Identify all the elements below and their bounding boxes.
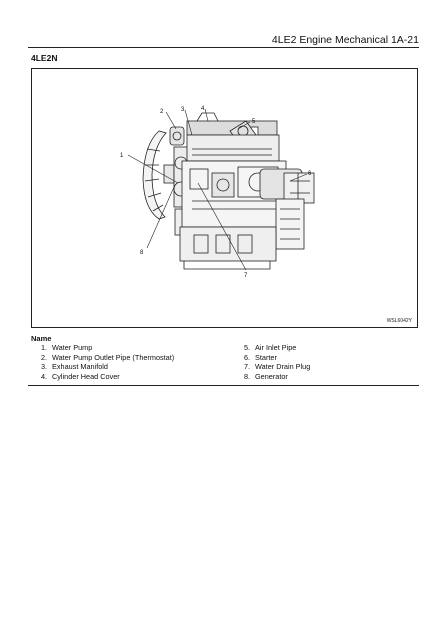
legend-item-label: Water Pump bbox=[52, 343, 93, 352]
legend-item-number: 1. bbox=[41, 343, 48, 352]
legend-item-number: 6. bbox=[244, 352, 251, 362]
engine-figure: 1 2 3 4 5 6 7 8 WSL6042Y bbox=[31, 68, 418, 328]
legend-title: Name bbox=[31, 334, 52, 343]
callout-6: 6 bbox=[308, 171, 312, 177]
callout-1: 1 bbox=[120, 153, 124, 159]
thermostat-outlet-illustration bbox=[169, 126, 185, 146]
legend-item-label: Generator bbox=[255, 371, 288, 381]
callout-2: 2 bbox=[160, 109, 164, 115]
legend-column-left: 1. Water Pump 2. Water Pump Outlet Pipe … bbox=[41, 343, 174, 381]
legend-item: 7. Water Drain Plug bbox=[244, 362, 310, 372]
legend-item-label: Starter bbox=[255, 352, 277, 362]
legend-item-number: 2. bbox=[41, 352, 48, 362]
legend-item-number: 8. bbox=[244, 371, 251, 381]
legend-item-number: 3. bbox=[41, 362, 48, 372]
callout-5: 5 bbox=[252, 119, 256, 125]
legend-item: 3. Exhaust Manifold bbox=[41, 362, 174, 372]
legend-item: 4. Cylinder Head Cover bbox=[41, 372, 174, 382]
callout-3: 3 bbox=[181, 107, 185, 113]
legend-item-label: Air Inlet Pipe bbox=[255, 343, 297, 352]
legend-item: 8. Generator bbox=[244, 372, 310, 382]
legend-item-label: Water Pump Outlet Pipe (Thermostat) bbox=[52, 352, 175, 362]
legend-item-label: Cylinder Head Cover bbox=[52, 371, 120, 381]
generator-starter-illustration bbox=[259, 168, 315, 250]
legend-item: 1. Water Pump bbox=[41, 343, 174, 353]
engine-model-label: 4LE2N bbox=[31, 53, 58, 63]
legend-item-number: 4. bbox=[41, 371, 48, 381]
legend-item: 2. Water Pump Outlet Pipe (Thermostat) bbox=[41, 353, 174, 363]
legend-item-label: Exhaust Manifold bbox=[52, 362, 108, 372]
oil-pan-illustration bbox=[179, 226, 277, 270]
callout-8: 8 bbox=[140, 250, 144, 256]
legend-column-right: 5. Air Inlet Pipe 6. Starter 7. Water Dr… bbox=[244, 343, 310, 381]
callout-leaders bbox=[127, 108, 308, 271]
legend-item-number: 5. bbox=[244, 343, 251, 352]
engine-drawing: 1 2 3 4 5 6 7 8 bbox=[120, 106, 315, 279]
callout-4: 4 bbox=[201, 106, 205, 112]
header-rule bbox=[28, 47, 419, 48]
legend-item: 5. Air Inlet Pipe bbox=[244, 343, 310, 353]
callout-7: 7 bbox=[244, 273, 248, 279]
fan-illustration bbox=[142, 130, 175, 220]
legend-item: 6. Starter bbox=[244, 353, 310, 363]
legend-item-label: Water Drain Plug bbox=[255, 362, 311, 372]
page-header-title: 4LE2 Engine Mechanical 1A-21 bbox=[271, 34, 419, 46]
figure-code: WSL6042Y bbox=[386, 318, 412, 324]
legend-item-number: 7. bbox=[244, 362, 251, 372]
footer-rule bbox=[28, 385, 419, 386]
